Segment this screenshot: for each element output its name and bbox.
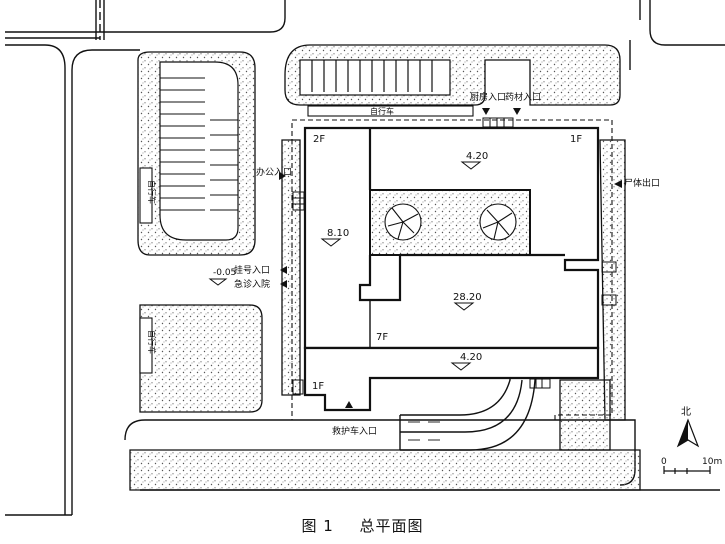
label-elev-left: 8.10 — [327, 228, 349, 239]
north-arrow: 北 — [676, 406, 700, 448]
label-bicycle-left1: 自行车 — [147, 180, 157, 204]
scale-bar: 0 10m — [661, 457, 722, 474]
site-boundary — [291, 119, 613, 421]
figure-caption: 图 1 总平面图 — [0, 515, 725, 536]
label-emergency-entry: 挂号入口 — [234, 264, 270, 276]
figure-title: 总平面图 — [359, 517, 424, 535]
label-drug-entry: 药材入口 — [505, 91, 541, 103]
north-label: 北 — [681, 406, 691, 418]
arrow-inpatient — [280, 280, 287, 288]
entrance-arrows — [279, 108, 622, 408]
scale-ten: 10m — [702, 457, 722, 467]
label-elev-ground: -0.05 — [213, 268, 236, 278]
elevation-markers — [208, 161, 482, 371]
label-elev-bottom: 4.20 — [460, 352, 482, 363]
label-ambulance-entry: 救护车入口 — [332, 425, 377, 437]
label-inpatient-entry: 急诊入院 — [234, 278, 270, 290]
stair-marks — [292, 117, 617, 395]
parking-lot-left — [159, 61, 239, 241]
arrow-drug — [513, 108, 521, 115]
label-elev-top: 4.20 — [466, 151, 488, 162]
courtyard-trees — [384, 203, 517, 241]
label-floor-7f: 7F — [376, 332, 388, 343]
label-floor-1f-top: 1F — [570, 134, 582, 145]
label-morgue-exit: 尸体出口 — [624, 177, 660, 189]
label-bicycle-top: 自行车 — [370, 106, 394, 116]
figure-number: 图 1 — [301, 517, 334, 535]
label-floor-2f: 2F — [313, 134, 325, 145]
arrow-morgue — [614, 180, 622, 188]
building — [303, 126, 600, 412]
parking-stalls-top — [299, 59, 451, 96]
scale-zero: 0 — [661, 457, 667, 467]
label-office-entry: 办公入口 — [256, 166, 292, 178]
arrow-ambulance — [345, 401, 353, 408]
bicycle-sheds — [139, 105, 474, 374]
arrow-emergency — [280, 266, 287, 274]
label-floor-1f-bottom: 1F — [312, 381, 324, 392]
ambulance-ramp — [399, 378, 536, 451]
arrow-office — [279, 172, 286, 180]
arrow-kitchen — [482, 108, 490, 115]
label-kitchen-entry: 厨房入口 — [470, 91, 506, 103]
label-elev-mid: 28.20 — [453, 292, 482, 303]
label-bicycle-left2: 自行车 — [147, 330, 157, 354]
